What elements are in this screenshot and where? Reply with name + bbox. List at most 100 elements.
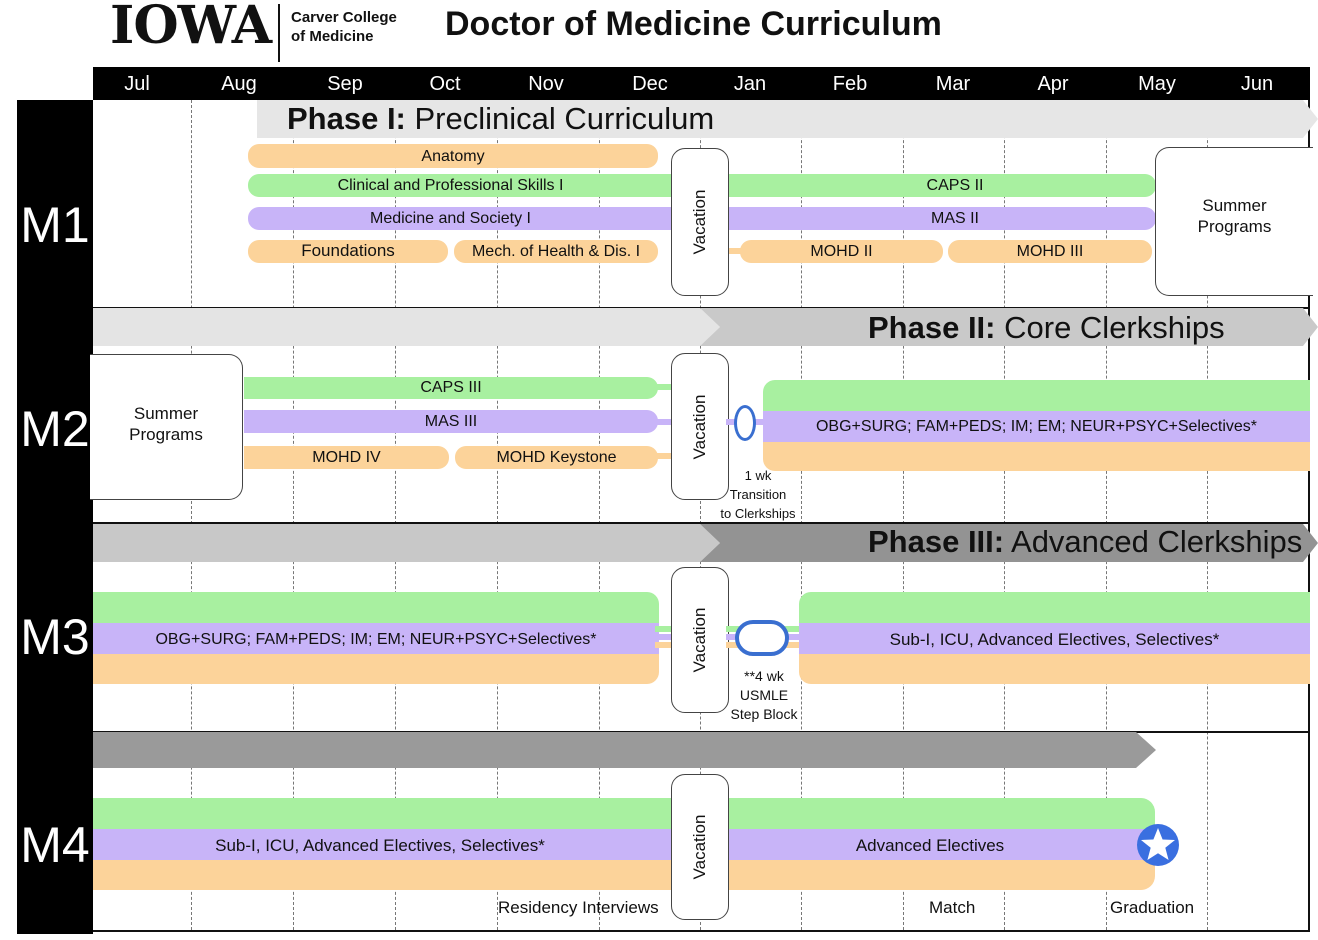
- month-aug: Aug: [221, 73, 257, 95]
- college-line-2: of Medicine: [291, 28, 374, 45]
- gridline-mar: [903, 100, 904, 930]
- phase1-title-rest: Preclinical Curriculum: [405, 101, 715, 136]
- phase2-arrow-left: [93, 308, 720, 346]
- m3-clerkship-purple: OBG+SURG; FAM+PEDS; IM; EM; NEUR+PSYC+Se…: [93, 623, 659, 654]
- graduation-star-icon: [1137, 824, 1179, 866]
- month-jul: Jul: [124, 73, 150, 95]
- m2-summer-line1: Summer: [133, 404, 199, 423]
- phase3-title-rest: Advanced Clerkships: [1004, 524, 1303, 559]
- year-m4: M4: [20, 817, 90, 873]
- month-mar: Mar: [935, 73, 971, 95]
- row-divider-2: [93, 522, 1310, 524]
- month-nov: Nov: [528, 73, 564, 95]
- m1-caps1-label: Clinical and Professional Skills I: [337, 177, 564, 194]
- m3-vacation-label: Vacation: [690, 607, 709, 673]
- m4-phase-arrow: [93, 732, 1156, 768]
- month-oct: Oct: [429, 73, 461, 95]
- transition-line2: Transition: [729, 487, 787, 502]
- gridline-oct: [395, 100, 396, 930]
- phase2-title-bold: Phase II:: [868, 310, 996, 345]
- m2-summer-line2: Programs: [129, 425, 203, 444]
- m2-vacation-label: Vacation: [690, 394, 709, 459]
- phase1-title-bold: Phase I:: [287, 101, 406, 136]
- phase2-title-rest: Core Clerkships: [995, 310, 1225, 345]
- m4-advanced-label: Sub-I, ICU, Advanced Electives, Selectiv…: [215, 836, 545, 855]
- phase3-title: Phase III: Advanced Clerkships: [868, 524, 1302, 560]
- month-jan: Jan: [733, 73, 767, 95]
- m2-vacation-box: Vacation: [671, 353, 729, 500]
- m3-green-connector: [655, 626, 677, 632]
- gridline-aug: [191, 100, 192, 930]
- month-may: May: [1138, 73, 1176, 95]
- phase3-title-bold: Phase III:: [868, 524, 1005, 559]
- m3-advanced-green: [799, 592, 1310, 623]
- m2-transition-note: 1 wk Transition to Clerkships: [718, 466, 798, 523]
- month-apr: Apr: [1037, 73, 1069, 95]
- month-dec: Dec: [632, 73, 668, 95]
- m4-electives-label: Advanced Electives: [855, 836, 1005, 855]
- gridline-dec: [599, 100, 600, 930]
- m4-vacation-box: Vacation: [671, 774, 729, 920]
- m3-clerkship-green: [93, 592, 659, 623]
- m4-residency-label: Residency Interviews: [498, 898, 659, 917]
- m1-summer-line2: Programs: [1197, 217, 1272, 236]
- m4-vacation-label: Vacation: [690, 814, 709, 880]
- m3-usmle-note: **4 wk USMLE Step Block: [724, 667, 804, 724]
- m2-caps3-bar: CAPS III: [244, 377, 658, 399]
- m4-graduation-label: Graduation: [1110, 898, 1195, 917]
- month-feb: Feb: [832, 73, 868, 95]
- m3-vacation-box: Vacation: [671, 567, 729, 713]
- m2-clerkship-purple: OBG+SURG; FAM+PEDS; IM; EM; NEUR+PSYC+Se…: [763, 411, 1310, 442]
- phase3-arrow-left: [93, 524, 720, 562]
- gridline-feb: [801, 100, 802, 930]
- college-name: Carver College of Medicine: [291, 8, 421, 46]
- m2-keystone-bar: MOHD Keystone: [455, 446, 658, 469]
- m2-summer-programs-box: Summer Programs: [90, 354, 243, 500]
- gridline-may: [1106, 100, 1107, 930]
- m4-match-label: Match: [929, 898, 976, 917]
- phase-arrows: [93, 100, 1318, 768]
- month-jun: Jun: [1240, 73, 1274, 95]
- page-title: Doctor of Medicine Curriculum: [445, 5, 942, 43]
- transition-line1: 1 wk: [744, 468, 772, 483]
- phase3-arrow-right: [700, 524, 1318, 562]
- usmle-line3: Step Block: [730, 706, 798, 722]
- m2-orange-connector: [655, 453, 675, 459]
- m1-mohd1-bar: Mech. of Health & Dis. I: [454, 240, 658, 263]
- m1-anatomy-bar: Anatomy: [248, 144, 658, 168]
- gridline-apr: [1004, 100, 1005, 930]
- college-line-1: Carver College: [291, 9, 397, 26]
- m1-summer-line1: Summer: [1202, 196, 1267, 215]
- logo-divider: [278, 4, 280, 62]
- m2-transition-marker: [734, 405, 756, 441]
- m1-mas2-label: MAS II: [930, 210, 979, 227]
- m4-purple-band: [93, 829, 1155, 860]
- m3-usmle-marker: [735, 620, 789, 656]
- m3-advanced-purple: Sub-I, ICU, Advanced Electives, Selectiv…: [799, 623, 1310, 654]
- m1-mohd3-bar: MOHD III: [948, 240, 1152, 263]
- m2-purple-connector: [655, 419, 675, 425]
- m3-orange-connector: [655, 642, 677, 648]
- m1-foundations-bar: Foundations: [248, 240, 448, 263]
- m4-orange-band: [93, 860, 1155, 890]
- iowa-logo: IOWA: [110, 0, 272, 56]
- gridline-sep: [293, 100, 294, 930]
- m2-clerkship-green: [763, 380, 1310, 411]
- m1-mas1-label: Medicine and Society I: [370, 210, 531, 227]
- usmle-line2: USMLE: [739, 687, 789, 703]
- phase1-arrow: [257, 100, 1318, 138]
- year-m1: M1: [20, 197, 90, 253]
- m1-vacation-box: Vacation: [671, 148, 729, 296]
- phase2-title: Phase II: Core Clerkships: [868, 310, 1225, 346]
- m2-green-connector: [655, 384, 675, 390]
- year-m2: M2: [20, 401, 90, 457]
- m1-orange-connector: [725, 248, 745, 254]
- year-m3: M3: [20, 609, 90, 665]
- year-sidebar: M1 M2 M3 M4: [17, 100, 93, 934]
- m3-clerkship-orange: [93, 654, 659, 684]
- gridline-jan: [700, 100, 701, 930]
- m2-mohd4-bar: MOHD IV: [244, 446, 449, 469]
- phase1-title: Phase I: Preclinical Curriculum: [287, 101, 714, 137]
- m3-advanced-orange: [799, 654, 1310, 684]
- gridline-nov: [497, 100, 498, 930]
